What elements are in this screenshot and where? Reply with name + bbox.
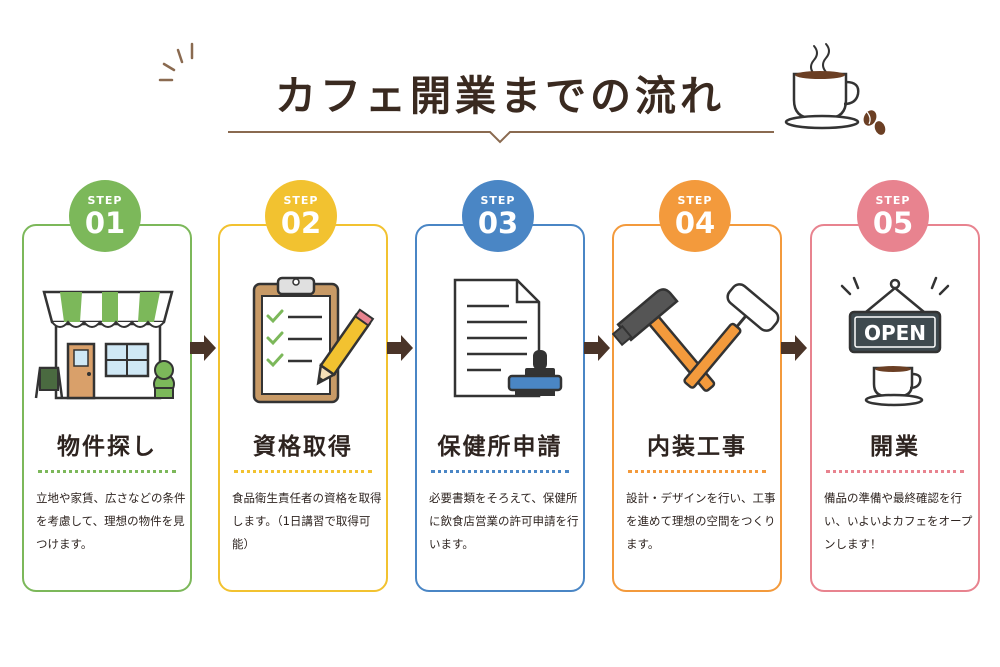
step-card-1: STEP 01 物件探し 立地や家賃、広さなどの条件を考慮して、理想の物件を見つ… xyxy=(22,180,192,592)
coffee-bean-icon xyxy=(863,110,886,135)
dotted-divider xyxy=(38,470,176,473)
step-description: 立地や家賃、広さなどの条件を考慮して、理想の物件を見つけます。 xyxy=(36,491,186,551)
step-badge-number: 02 xyxy=(280,206,322,240)
open-sign-text: OPEN xyxy=(864,321,926,345)
arrow-right-icon xyxy=(781,335,807,361)
step-description: 必要書類をそろえて、保健所に飲食店営業の許可申請を行います。 xyxy=(429,491,579,551)
step-description: 備品の準備や最終確認を行い、いよいよカフェをオープンします！ xyxy=(824,491,973,551)
step-badge-number: 01 xyxy=(84,206,126,240)
step-card-3: STEP 03 保健所申請 必要書類をそろえて、保健所に飲食店営業の許可申請を行… xyxy=(415,180,585,592)
arrow-right-icon xyxy=(387,335,413,361)
dotted-divider xyxy=(234,470,372,473)
step-badge: STEP 05 xyxy=(857,180,929,252)
step-badge-number: 05 xyxy=(872,206,914,240)
step-badge-label: STEP xyxy=(875,194,911,207)
step-badge: STEP 01 xyxy=(69,180,141,252)
header: カフェ開業までの流れ xyxy=(0,0,1000,150)
step-badge-label: STEP xyxy=(677,194,713,207)
step-badge-label: STEP xyxy=(87,194,123,207)
step-card-frame xyxy=(612,224,782,592)
arrow-right-icon xyxy=(584,335,610,361)
step-badge: STEP 04 xyxy=(659,180,731,252)
step-title: 資格取得 xyxy=(253,434,353,460)
step-description: 食品衛生責任者の資格を取得します。（1日講習で取得可能） xyxy=(232,491,382,551)
step-badge-label: STEP xyxy=(283,194,319,207)
step-card-2: STEP 02 資格取得 食品衛生責任者の資格を取得します。（1日講習で取得可能… xyxy=(218,180,388,592)
dotted-divider xyxy=(628,470,766,473)
paint-roller-icon xyxy=(683,283,780,389)
hammer-icon xyxy=(612,283,780,392)
document-icon xyxy=(453,278,563,398)
step-badge-label: STEP xyxy=(480,194,516,207)
dotted-divider xyxy=(431,470,569,473)
stamp-icon xyxy=(507,350,563,396)
dotted-divider xyxy=(826,470,964,473)
step-badge: STEP 02 xyxy=(265,180,337,252)
clipboard-checklist-icon xyxy=(252,276,375,404)
step-title: 保健所申請 xyxy=(437,434,563,460)
step-title: 内装工事 xyxy=(647,434,747,460)
step-badge-number: 04 xyxy=(674,206,716,240)
coffee-cup-icon xyxy=(784,43,886,135)
sparkle-icon xyxy=(158,42,194,82)
storefront-icon xyxy=(34,290,175,400)
step-title: 開業 xyxy=(870,434,920,460)
page-title: カフェ開業までの流れ xyxy=(275,72,725,120)
step-badge-number: 03 xyxy=(477,206,519,240)
step-badge: STEP 03 xyxy=(462,180,534,252)
step-card-frame xyxy=(22,224,192,592)
arrow-right-icon xyxy=(190,335,216,361)
open-sign-icon: OPEN xyxy=(840,276,950,407)
title-underline xyxy=(228,131,774,144)
pencil-icon xyxy=(316,308,375,386)
step-title: 物件探し xyxy=(57,434,157,460)
step-card-4: STEP 04 内装工事 設計・デザインを行い、工事を進めて理想の空間をつくりま… xyxy=(612,180,782,592)
coffee-cup-icon xyxy=(864,366,924,407)
step-description: 設計・デザインを行い、工事を進めて理想の空間をつくります。 xyxy=(626,491,776,551)
step-card-5: STEP 05 OPEN 開業 備品の準備や最終確認を行い、いよいよカフェをオー… xyxy=(810,180,980,592)
